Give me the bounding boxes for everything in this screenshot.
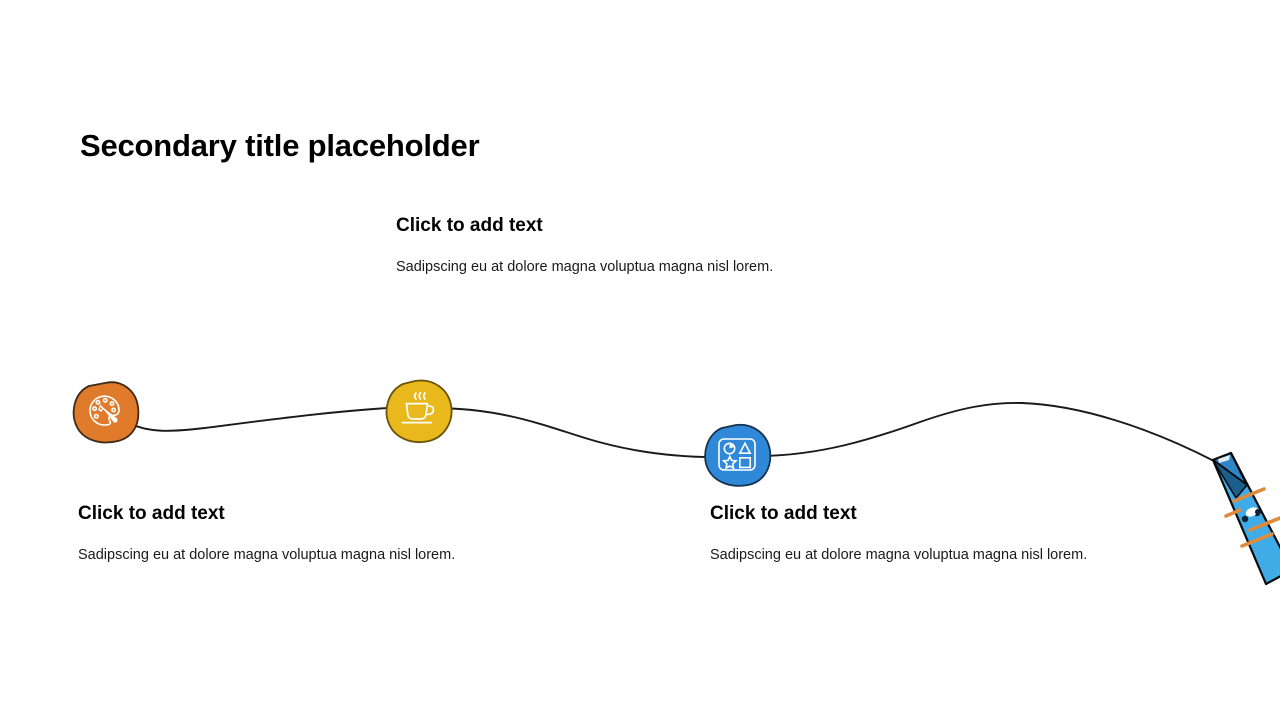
text-block-body: Sadipscing eu at dolore magna voluptua m…	[78, 547, 456, 563]
text-block-bottom-left[interactable]: Click to add text Sadipscing eu at dolor…	[78, 502, 455, 565]
text-block-heading: Click to add text	[710, 503, 857, 524]
text-block-body: Sadipscing eu at dolore magna voluptua m…	[396, 259, 774, 275]
timeline-node-shapes[interactable]	[704, 423, 772, 487]
text-block-top[interactable]: Click to add text Sadipscing eu at dolor…	[396, 214, 773, 277]
timeline-node-coffee[interactable]	[385, 379, 453, 443]
text-block-heading: Click to add text	[78, 503, 225, 524]
text-block-body: Sadipscing eu at dolore magna voluptua m…	[710, 547, 1088, 563]
page-title: Secondary title placeholder	[80, 128, 480, 163]
coffee-cup-icon	[401, 391, 435, 424]
text-block-heading: Click to add text	[396, 215, 543, 236]
shapes-icon	[718, 438, 756, 471]
pencil-icon[interactable]	[1211, 451, 1280, 586]
timeline-node-palette[interactable]	[72, 381, 140, 444]
timeline-curve	[127, 401, 1215, 462]
palette-icon	[89, 395, 120, 426]
text-block-bottom-right[interactable]: Click to add text Sadipscing eu at dolor…	[710, 502, 1087, 565]
